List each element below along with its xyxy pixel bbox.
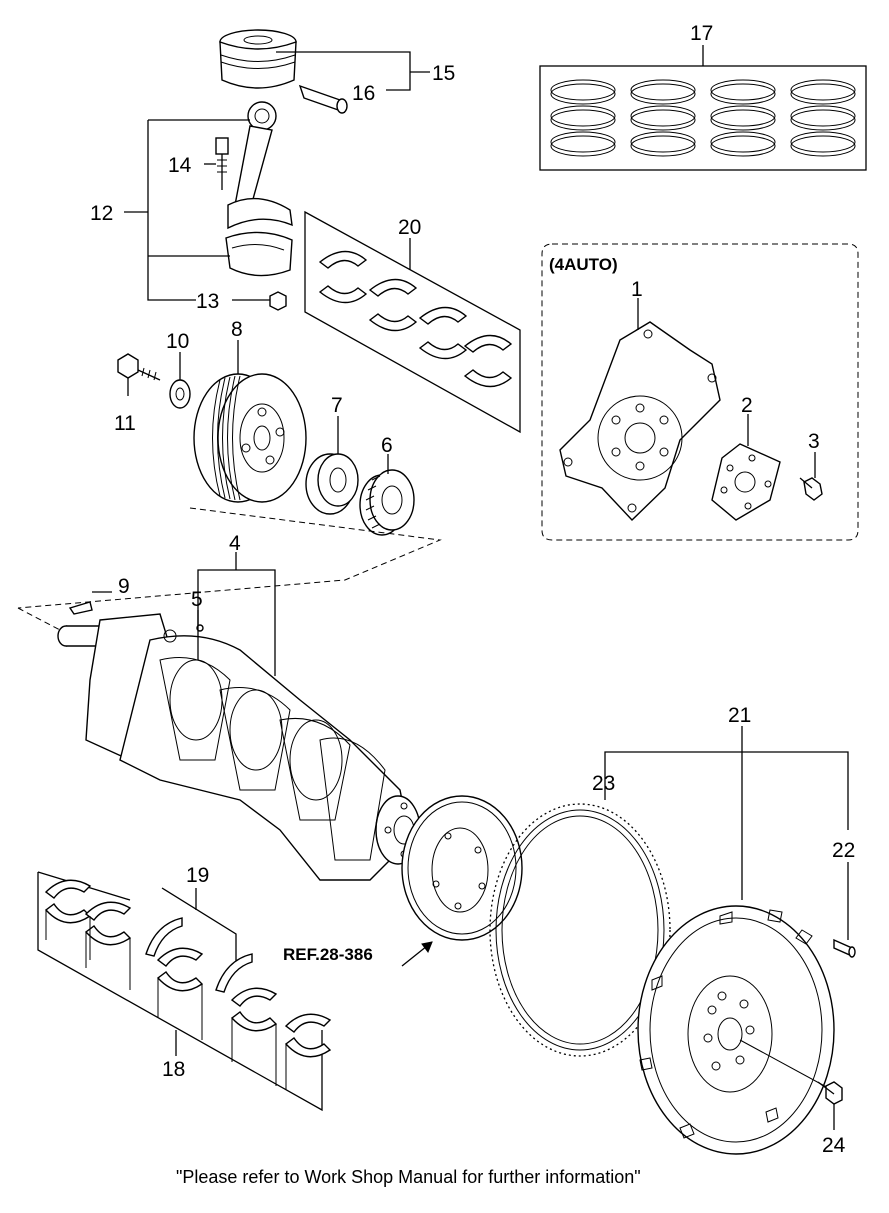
- callout-13: 13: [196, 290, 219, 313]
- callout-2: 2: [741, 394, 753, 417]
- callout-19: 19: [186, 864, 209, 887]
- main-bearings-set: [37, 871, 332, 1112]
- torque-converter-plate: [401, 795, 523, 941]
- drive-plate-bolt: [799, 477, 823, 501]
- callout-4: 4: [229, 532, 241, 555]
- callout-labels: 1 2 3 4 5 6 7 8 9 10 11 12 13 14 15 16 1…: [90, 22, 855, 1157]
- woodruff-key: [68, 601, 93, 615]
- callout-14: 14: [168, 154, 192, 177]
- thrust-bearings: [145, 887, 253, 993]
- flywheel: [637, 905, 835, 1155]
- pulley-washer: [169, 379, 191, 409]
- piston: [219, 29, 297, 89]
- drive-plate: [559, 321, 721, 521]
- callout-11: 11: [114, 412, 136, 435]
- callout-23: 23: [592, 772, 615, 795]
- callout-16: 16: [352, 82, 375, 105]
- front-seal: [305, 453, 359, 515]
- crankshaft-assembly-outline: [17, 507, 442, 631]
- reference-label: REF.28-386: [283, 945, 373, 964]
- leader-lines: [92, 45, 849, 1130]
- callout-12: 12: [90, 202, 113, 225]
- conrod-bearings-set: [304, 210, 521, 434]
- callout-10: 10: [166, 330, 189, 353]
- callout-9: 9: [118, 575, 130, 598]
- callout-17: 17: [690, 22, 713, 45]
- flywheel-bolt: [739, 1039, 843, 1105]
- callout-3: 3: [808, 430, 820, 453]
- callout-15: 15: [432, 62, 455, 85]
- ring-gear: [489, 803, 671, 1057]
- conrod-nut: [269, 291, 287, 311]
- callout-24: 24: [822, 1134, 846, 1157]
- callout-20: 20: [398, 216, 421, 239]
- variant-label: (4AUTO): [549, 255, 618, 274]
- adapter-plate: [711, 443, 781, 521]
- conrod-bolt: [215, 137, 229, 190]
- callout-21: 21: [728, 704, 751, 727]
- callout-5: 5: [191, 588, 203, 611]
- piston-rings-set: [539, 65, 867, 171]
- callout-8: 8: [231, 318, 243, 341]
- auto-variant-box: [541, 243, 859, 541]
- footer-note: "Please refer to Work Shop Manual for fu…: [176, 1167, 641, 1187]
- callout-22: 22: [832, 839, 855, 862]
- dowel-pin: [833, 938, 856, 958]
- connecting-rod: [225, 101, 293, 277]
- pulley-bolt: [117, 353, 161, 381]
- callout-7: 7: [331, 394, 343, 417]
- callout-1: 1: [631, 278, 643, 301]
- crankshaft-sprocket: [359, 469, 415, 536]
- piston-pin: [298, 84, 348, 114]
- crankshaft: [57, 613, 424, 881]
- callout-6: 6: [381, 434, 393, 457]
- crankshaft-pulley: [193, 373, 307, 503]
- callout-18: 18: [162, 1058, 185, 1081]
